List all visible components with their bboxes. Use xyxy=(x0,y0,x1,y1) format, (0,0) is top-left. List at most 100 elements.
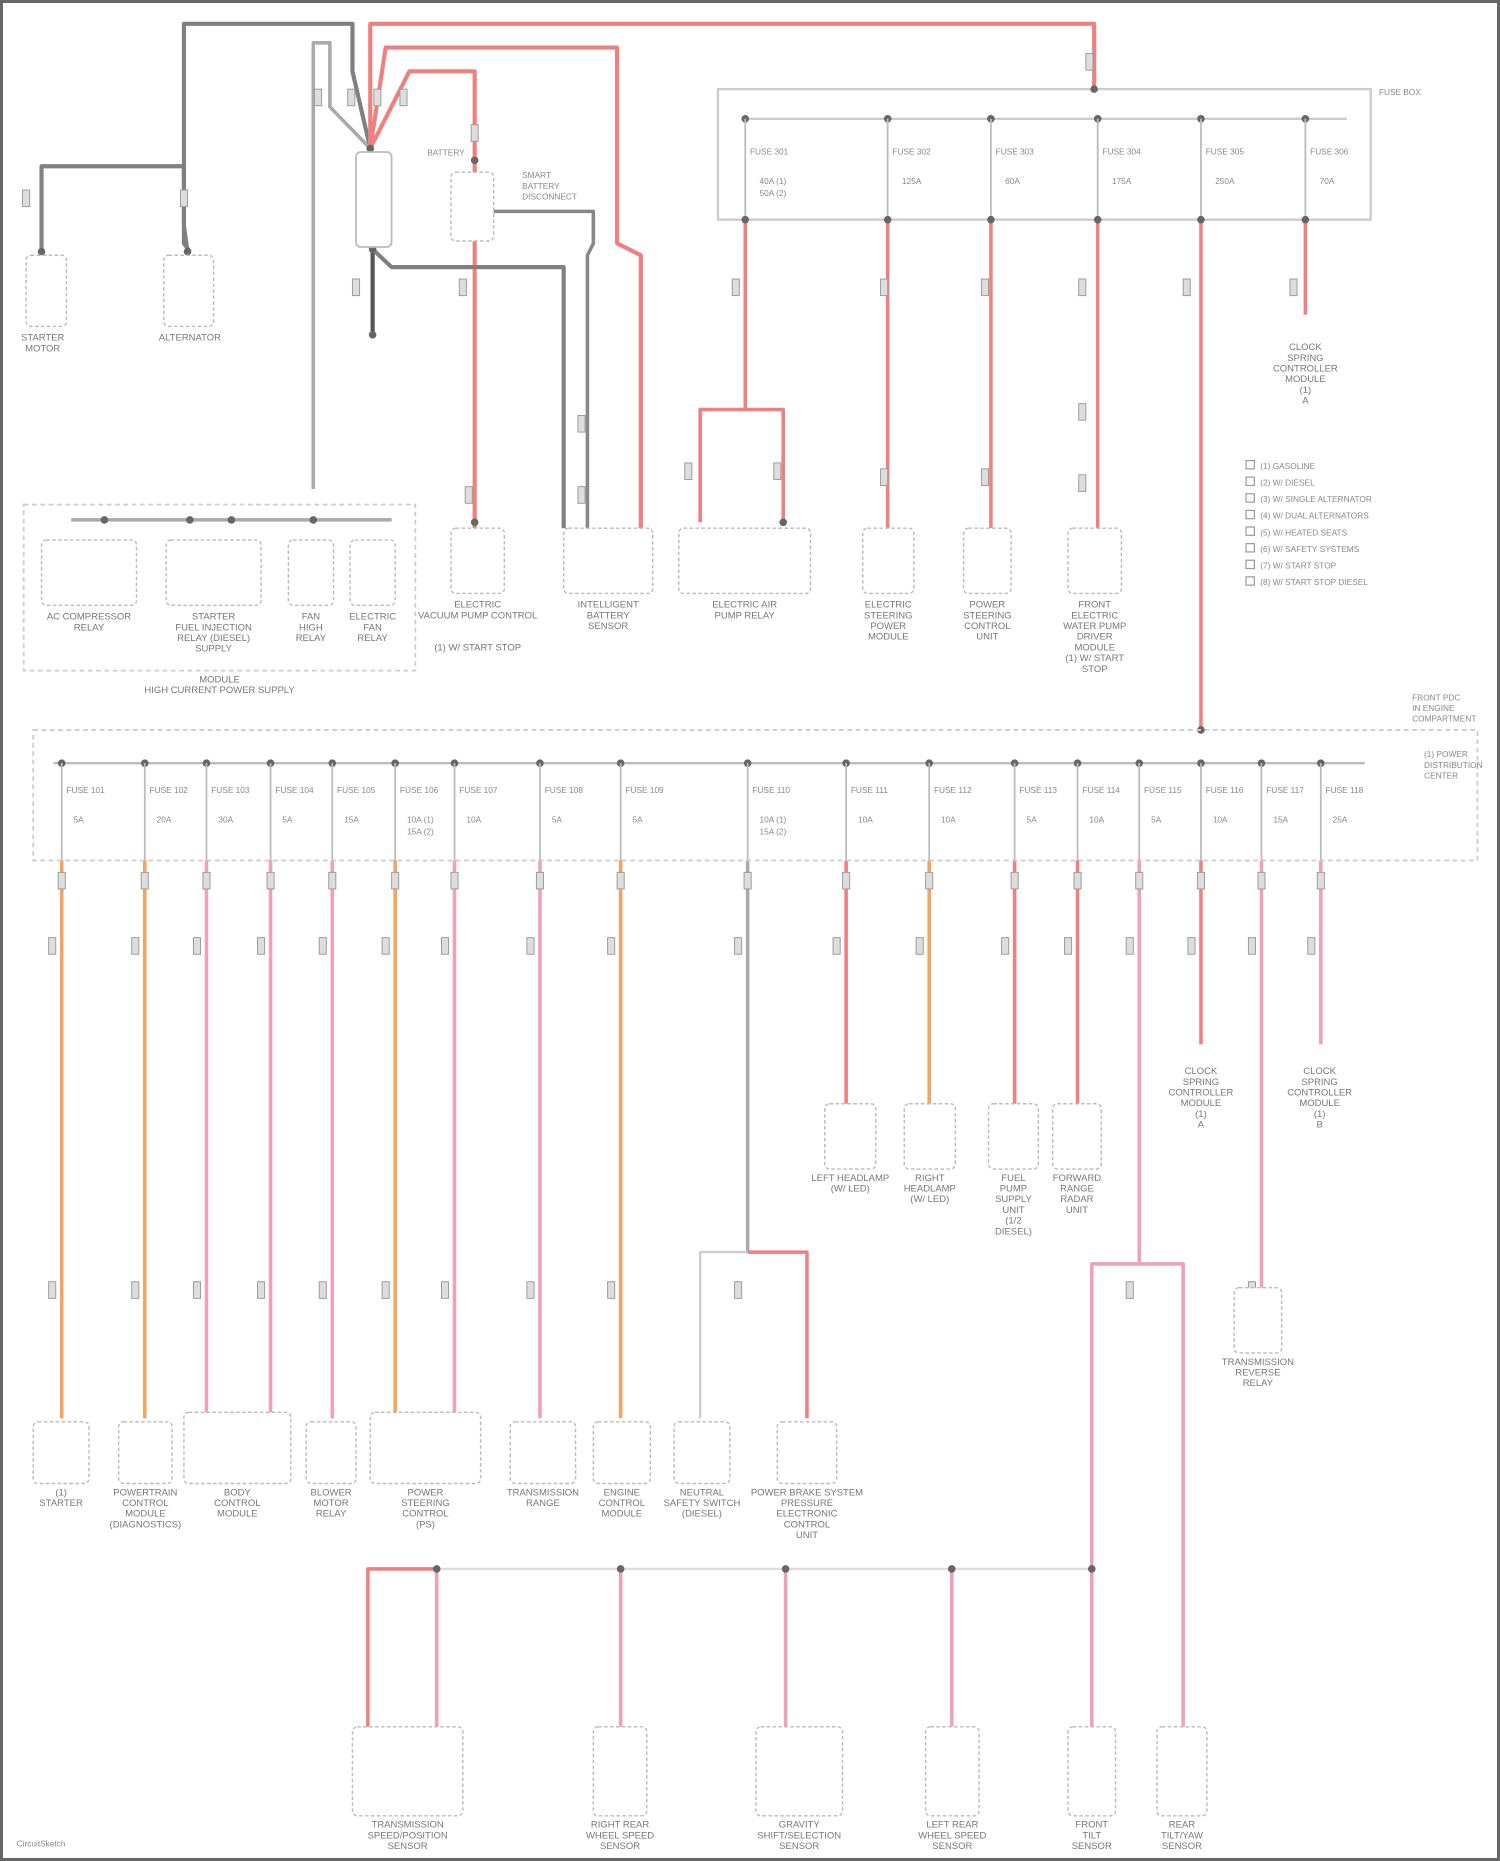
middle-component-label: BLOWER xyxy=(311,1487,352,1498)
relay-4 xyxy=(350,540,395,605)
middle-component-label: TRANSMISSION xyxy=(1222,1357,1294,1368)
connector xyxy=(258,1282,265,1299)
connector xyxy=(1258,872,1265,889)
connector xyxy=(735,938,742,955)
splice-dot xyxy=(617,1565,625,1573)
connector xyxy=(833,938,840,955)
alternator xyxy=(164,255,214,326)
legend-item: (2) W/ DIESEL xyxy=(1260,477,1315,487)
fuse-rating-top: 175A xyxy=(1112,176,1132,186)
bottom-component-label: SENSOR xyxy=(779,1841,819,1852)
middle-component-label: HEADLAMP xyxy=(904,1184,956,1195)
split-wire-b xyxy=(748,1252,807,1418)
connector xyxy=(916,938,923,955)
connector xyxy=(527,938,534,955)
middle-component-2 xyxy=(119,1422,172,1484)
fuse-box-name: FUSE BOX xyxy=(1379,87,1421,97)
battery-disconnect xyxy=(451,172,494,241)
fuse-rating-top: 40A (1) xyxy=(759,176,786,186)
top-component-1 xyxy=(451,528,504,593)
splice-dot xyxy=(309,516,317,524)
middle-component-label: MOTOR xyxy=(314,1498,349,1509)
connector xyxy=(1126,938,1133,955)
middle-component-label: CONTROL xyxy=(402,1509,448,1520)
middle-component-4 xyxy=(306,1422,356,1484)
middle-component-label: ELECTRONIC xyxy=(776,1509,837,1520)
top-component-label: POWER xyxy=(870,621,906,632)
fuse-name: FUSE 104 xyxy=(275,785,314,795)
middle-component-label: RELAY xyxy=(1243,1378,1274,1389)
middle-component-label: (1) xyxy=(1314,1109,1326,1120)
relay-label: HIGH xyxy=(299,622,323,633)
top-component-label: BATTERY xyxy=(587,610,631,621)
fuse-name-top: FUSE 305 xyxy=(1206,146,1245,156)
clock-spring-label-top: CONTROLLER xyxy=(1273,364,1338,375)
connector xyxy=(527,1282,534,1299)
splice-dot xyxy=(433,1565,441,1573)
top-component-label: ELECTRIC xyxy=(454,600,501,611)
top-component-label: ELECTRIC xyxy=(1071,610,1118,621)
middle-component-label: POWER xyxy=(408,1487,444,1498)
middle-component-label: SPRING xyxy=(1301,1077,1337,1088)
starter-ground-wire xyxy=(42,166,190,251)
splice-dot xyxy=(186,516,194,524)
fuse-name: FUSE 112 xyxy=(934,785,972,795)
fuse-name-top: FUSE 301 xyxy=(750,146,789,156)
middle-component-label: (1) xyxy=(1195,1109,1207,1120)
fuse-name: FUSE 101 xyxy=(66,785,105,795)
middle-component-label: SAFETY SWITCH xyxy=(664,1498,741,1509)
booster-terminal xyxy=(471,518,479,526)
legend-symbol xyxy=(1246,461,1254,469)
fuse-output xyxy=(987,216,995,224)
middle-component-label: MODULE xyxy=(1181,1098,1222,1109)
legend-item: (5) W/ HEATED SEATS xyxy=(1260,527,1347,537)
connector xyxy=(58,872,65,889)
legend-symbol xyxy=(1246,510,1254,518)
top-component-label: FRONT xyxy=(1078,600,1111,611)
front-pdc-note: DISTRIBUTION xyxy=(1424,760,1483,770)
legend-symbol xyxy=(1246,477,1254,485)
middle-component-6 xyxy=(510,1422,575,1484)
clock-spring-label-top: MODULE xyxy=(1285,374,1326,385)
connector xyxy=(141,872,148,889)
middle-component-label: RANGE xyxy=(526,1498,560,1509)
ground-point xyxy=(369,331,377,339)
fuse-name: FUSE 109 xyxy=(625,785,664,795)
relay-label: FAN xyxy=(302,612,321,623)
connector xyxy=(49,938,56,955)
top-component-4 xyxy=(863,528,914,593)
middle-component-label: RELAY xyxy=(316,1509,347,1520)
connector xyxy=(1086,54,1093,71)
connector xyxy=(348,89,355,106)
connector xyxy=(382,938,389,955)
fuse-output xyxy=(1094,216,1102,224)
alternator-label: ALTERNATOR xyxy=(159,333,221,344)
connector xyxy=(203,872,210,889)
fuse-rating: 15A xyxy=(1273,815,1288,825)
middle-component-9 xyxy=(777,1422,836,1484)
top-component-label: MODULE xyxy=(868,632,909,643)
top-component-label: DRIVER xyxy=(1077,632,1113,643)
middle-component-label: RANGE xyxy=(1060,1184,1094,1195)
relay-label: RELAY xyxy=(357,633,388,644)
middle-component-label: MODULE xyxy=(602,1509,643,1520)
middle-component-label: FORWARD xyxy=(1053,1173,1102,1184)
connector xyxy=(352,279,359,296)
middle-component-label: BODY xyxy=(224,1487,252,1498)
fuse-rating: 5A xyxy=(633,815,644,825)
bottom-component-label: SENSOR xyxy=(1162,1841,1202,1852)
connector xyxy=(1248,938,1255,955)
connector xyxy=(536,872,543,889)
fuse-name: FUSE 117 xyxy=(1266,785,1304,795)
relay-1 xyxy=(42,540,137,605)
connector xyxy=(1317,872,1324,889)
fuse-rating-top: 50A (2) xyxy=(759,188,786,198)
fuse-name: FUSE 113 xyxy=(1019,785,1057,795)
middle-component-13 xyxy=(1053,1104,1102,1169)
middle-component-10 xyxy=(825,1104,876,1169)
middle-component-label: CONTROL xyxy=(599,1498,645,1509)
top-component-label: UNIT xyxy=(976,632,998,643)
middle-component-12 xyxy=(989,1104,1039,1169)
connector xyxy=(774,463,781,480)
middle-component-label: UNIT xyxy=(1002,1205,1024,1216)
